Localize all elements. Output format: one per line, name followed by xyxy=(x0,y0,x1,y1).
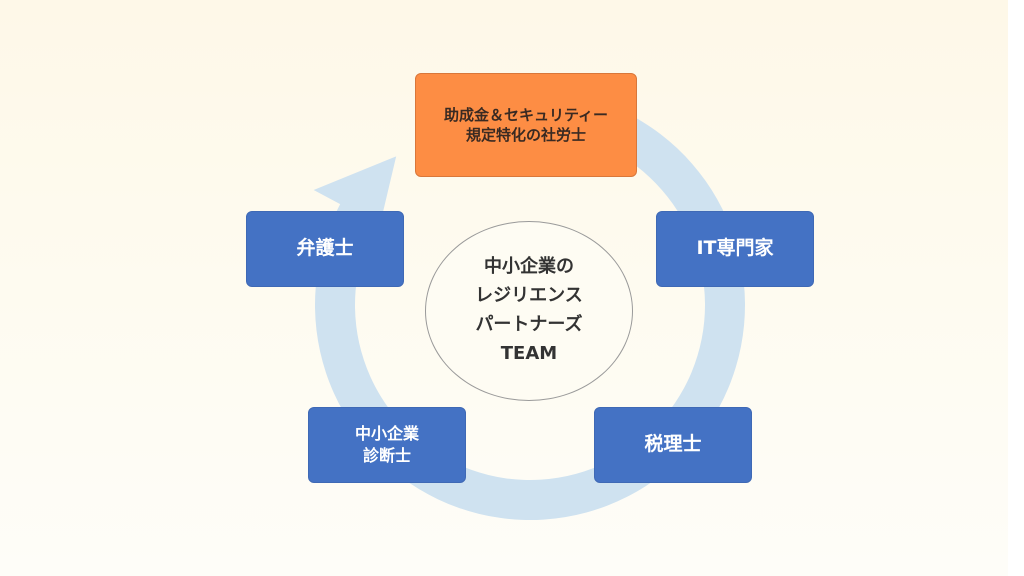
node-tax-accountant-label: 税理士 xyxy=(644,433,702,456)
node-lawyer[interactable]: 弁護士 xyxy=(246,211,404,287)
node-sharoushi-line-2: 規定特化の社労士 xyxy=(465,126,586,144)
node-sharoushi-line-1: 助成金＆セキュリティー xyxy=(443,105,609,124)
node-sharoushi[interactable]: 助成金＆セキュリティー 規定特化の社労士 xyxy=(415,73,637,177)
node-lawyer-label: 弁護士 xyxy=(296,237,354,260)
node-it-specialist[interactable]: IT専門家 xyxy=(656,211,814,287)
center-line-2: レジリエンス xyxy=(475,285,583,307)
node-it-specialist-label: IT専門家 xyxy=(696,237,774,260)
center-line-4: TEAM xyxy=(500,342,558,364)
node-tax-accountant[interactable]: 税理士 xyxy=(594,407,752,483)
node-sme-consultant[interactable]: 中小企業 診断士 xyxy=(308,407,466,483)
node-sme-consultant-line-1: 中小企業 xyxy=(354,424,419,444)
node-sme-consultant-line-2: 診断士 xyxy=(362,446,411,465)
center-line-1: 中小企業の xyxy=(484,256,574,278)
center-team-circle: 中小企業の レジリエンス パートナーズ TEAM xyxy=(425,221,633,401)
center-line-3: パートナーズ xyxy=(475,314,583,335)
